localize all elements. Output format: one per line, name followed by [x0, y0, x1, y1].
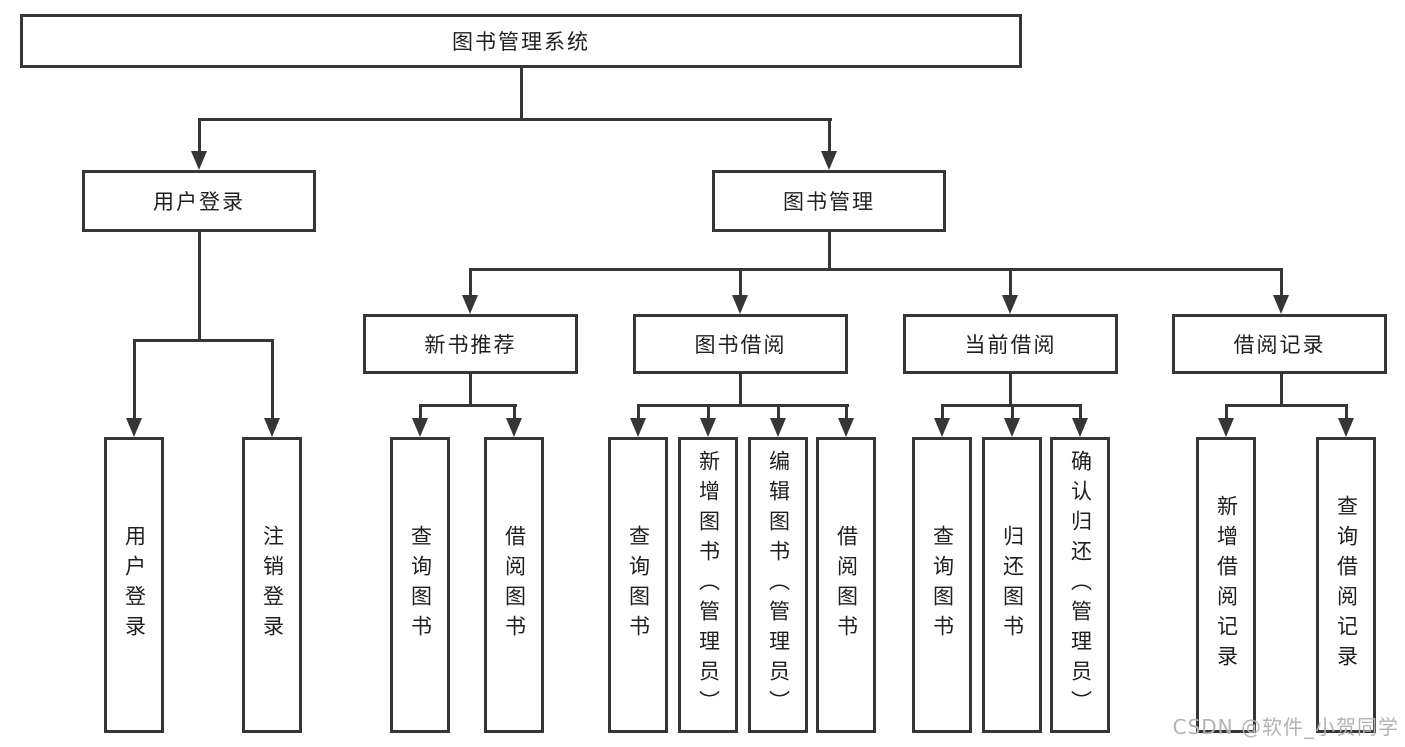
node-user-login: 用户登录 [82, 170, 316, 232]
connector-line [1079, 404, 1082, 418]
connector-line [1009, 268, 1012, 295]
leaf-confirm-return-admin: 确认归还（管理员） [1050, 437, 1110, 733]
arrowhead-icon [770, 418, 786, 437]
node-label: 查询借阅记录 [1334, 495, 1359, 675]
leaf-logout: 注销登录 [242, 437, 302, 733]
arrowhead-icon [462, 295, 478, 314]
arrowhead-icon [732, 295, 748, 314]
connector-line [133, 339, 274, 342]
connector-line [1011, 404, 1014, 418]
node-label: 借阅图书 [502, 525, 527, 645]
node-borrow-record: 借阅记录 [1172, 314, 1387, 374]
connector-line [637, 404, 849, 407]
leaf-edit-book-admin: 编辑图书（管理员） [748, 437, 808, 733]
leaf-query-book-borrow: 查询图书 [608, 437, 668, 733]
connector-line [419, 404, 517, 407]
connector-line [1280, 268, 1283, 295]
node-label: 确认归还（管理员） [1068, 450, 1093, 720]
leaf-user-login: 用户登录 [104, 437, 164, 733]
leaf-query-book-recommend: 查询图书 [390, 437, 450, 733]
leaf-query-borrow-record: 查询借阅记录 [1316, 437, 1376, 733]
node-label: 当前借阅 [964, 333, 1057, 357]
connector-line [1345, 404, 1348, 418]
connector-line [739, 268, 742, 295]
csdn-watermark: CSDN @软件_小贺同学 [1172, 715, 1399, 739]
node-label: 归还图书 [1000, 525, 1025, 645]
node-current-borrow: 当前借阅 [903, 314, 1118, 374]
node-label: 借阅图书 [834, 525, 859, 645]
connector-line [1280, 374, 1283, 404]
arrowhead-icon [1004, 418, 1020, 437]
connector-line [1225, 404, 1348, 407]
connector-line [941, 404, 944, 418]
arrowhead-icon [1338, 418, 1354, 437]
arrowhead-icon [412, 418, 428, 437]
node-label: 查询图书 [930, 525, 955, 645]
arrowhead-icon [1002, 295, 1018, 314]
node-label: 图书借阅 [694, 333, 787, 357]
node-label: 查询图书 [408, 525, 433, 645]
arrowhead-icon [126, 418, 142, 437]
node-label: 用户登录 [122, 525, 147, 645]
node-label: 图书管理系统 [452, 30, 590, 54]
node-new-book-recommend: 新书推荐 [363, 314, 578, 374]
connector-line [469, 268, 472, 295]
leaf-add-book-admin: 新增图书（管理员） [678, 437, 738, 733]
node-label: 注销登录 [260, 525, 285, 645]
connector-line [198, 118, 201, 152]
node-book-management: 图书管理 [712, 170, 946, 232]
node-label: 图书管理 [783, 190, 875, 214]
arrowhead-icon [700, 418, 716, 437]
leaf-return-book: 归还图书 [982, 437, 1042, 733]
arrowhead-icon [1218, 418, 1234, 437]
connector-line [469, 268, 1283, 271]
connector-line [637, 404, 640, 418]
connector-line [828, 118, 831, 152]
node-label: 新书推荐 [424, 333, 517, 357]
connector-line [707, 404, 710, 418]
node-label: 编辑图书（管理员） [766, 450, 791, 720]
node-root-system: 图书管理系统 [20, 14, 1022, 68]
arrowhead-icon [191, 151, 207, 170]
connector-line [520, 68, 523, 118]
connector-line [777, 404, 780, 418]
connector-line [198, 232, 201, 339]
arrowhead-icon [934, 418, 950, 437]
connector-line [1225, 404, 1228, 418]
node-label: 新增借阅记录 [1214, 495, 1239, 675]
node-label: 借阅记录 [1233, 333, 1326, 357]
arrowhead-icon [264, 418, 280, 437]
node-label: 查询图书 [626, 525, 651, 645]
connector-line [419, 404, 422, 418]
connector-line [845, 404, 848, 418]
arrowhead-icon [838, 418, 854, 437]
connector-line [739, 374, 742, 404]
node-label: 新增图书（管理员） [696, 450, 721, 720]
node-label: 用户登录 [153, 190, 245, 214]
leaf-borrow-book-recommend: 借阅图书 [484, 437, 544, 733]
arrowhead-icon [1072, 418, 1088, 437]
connector-line [513, 404, 516, 418]
arrowhead-icon [821, 151, 837, 170]
leaf-add-borrow-record: 新增借阅记录 [1196, 437, 1256, 733]
arrowhead-icon [1273, 295, 1289, 314]
node-book-borrow: 图书借阅 [633, 314, 848, 374]
connector-line [271, 339, 274, 418]
connector-line [1009, 374, 1012, 404]
arrowhead-icon [630, 418, 646, 437]
connector-line [133, 339, 136, 418]
leaf-borrow-book: 借阅图书 [816, 437, 876, 733]
connector-line [469, 374, 472, 404]
leaf-query-book-current: 查询图书 [912, 437, 972, 733]
connector-line [828, 232, 831, 268]
connector-line [198, 118, 832, 121]
arrowhead-icon [506, 418, 522, 437]
